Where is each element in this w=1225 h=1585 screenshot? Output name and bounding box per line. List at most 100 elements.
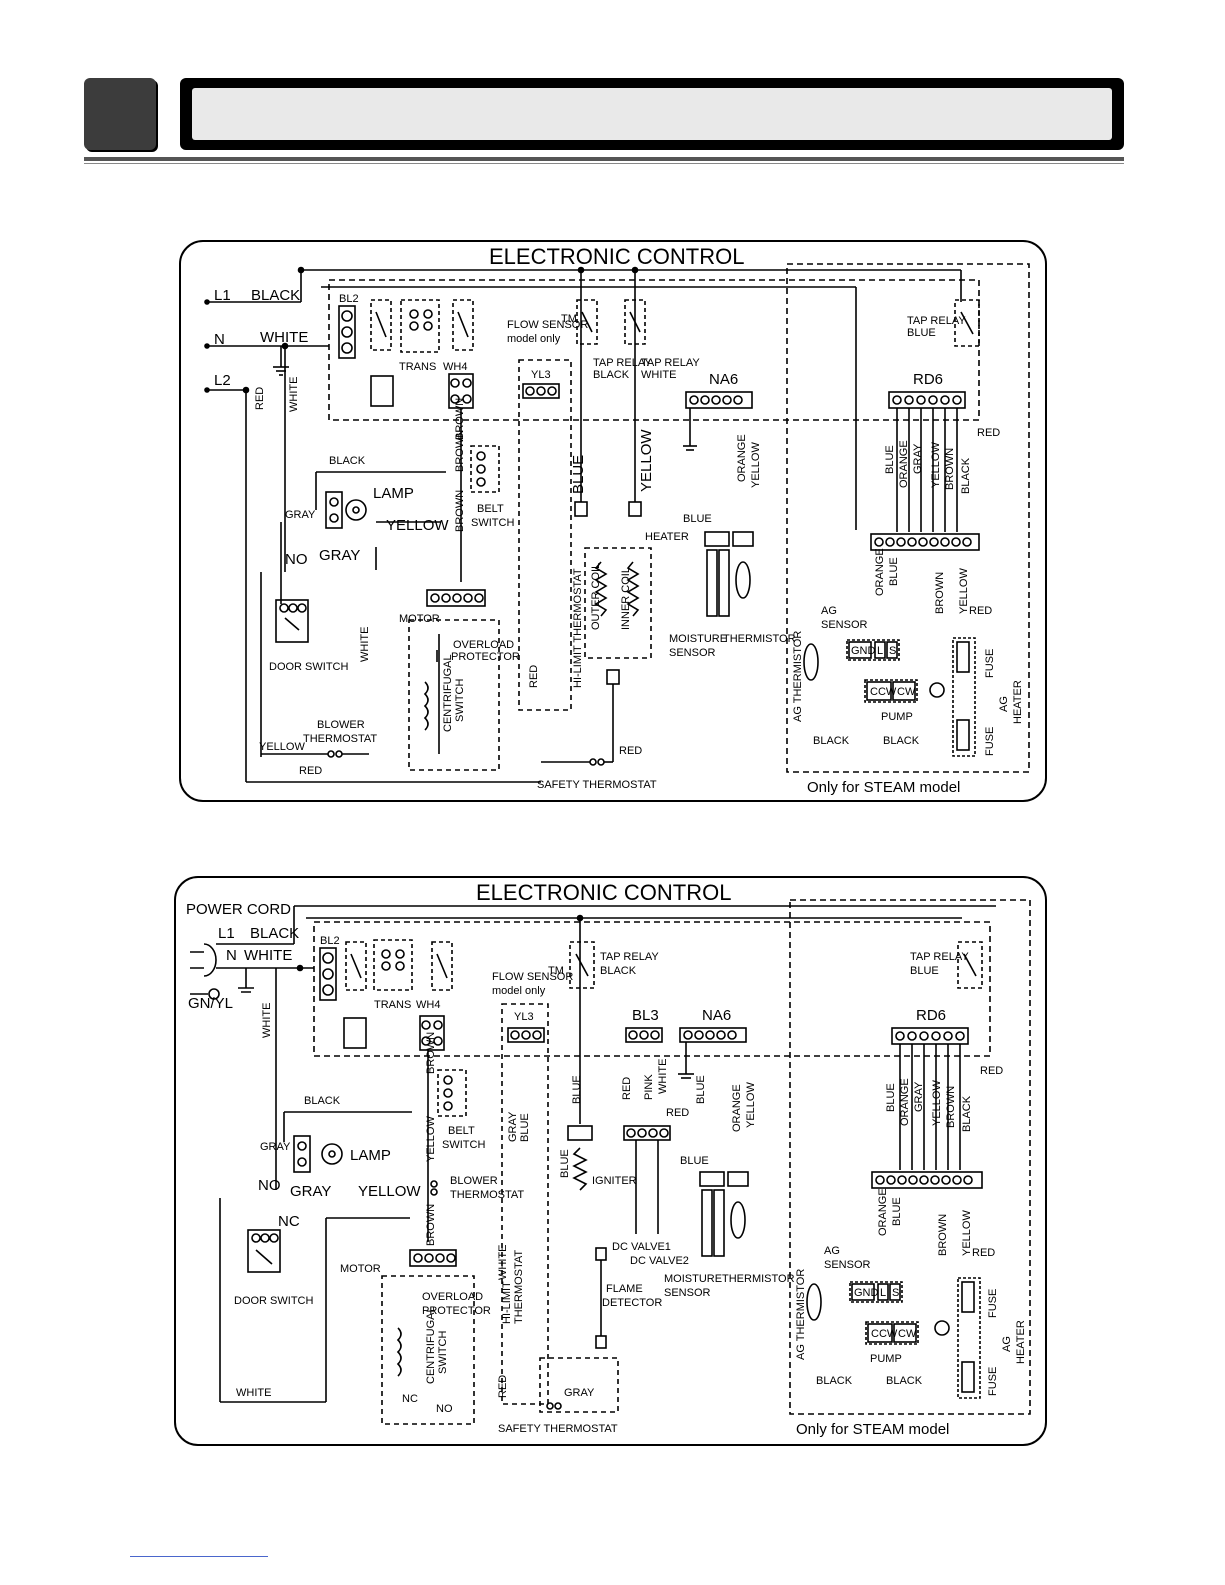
fuse-2: [956, 719, 970, 751]
label-ag-heater-1: AG: [1001, 1336, 1013, 1352]
lamp-icon: [345, 499, 367, 521]
flame-detector-terminal-2: [595, 1335, 607, 1349]
moisture-connector: [704, 531, 730, 547]
label-sensor: SENSOR: [664, 1287, 711, 1299]
label-tap-black: BLACK: [593, 369, 630, 381]
label-moisture: MOISTURE: [664, 1273, 722, 1285]
label-tap-relay-blue-1: TAP RELAY: [910, 951, 969, 963]
label-tap-relay-blue-1: TAP RELAY: [907, 315, 966, 327]
relay-1: [345, 941, 367, 991]
label-thermistor: THERMISTOR: [722, 1273, 795, 1285]
moisture-strip-1: [706, 549, 718, 617]
label-red-right: RED: [977, 427, 1000, 439]
label-fuse-2: FUSE: [984, 727, 996, 756]
terminal-block-4: [343, 1017, 367, 1049]
label-s: S: [889, 645, 896, 657]
label-yellow-lamp: YELLOW: [386, 517, 449, 534]
yl3-connector: [507, 1027, 545, 1043]
door-switch: [275, 599, 309, 643]
label-pump: PUMP: [870, 1353, 902, 1365]
label-sensor: SENSOR: [669, 647, 716, 659]
wiring-diagram-gas: ELECTRONIC CONTROL POWER CORD L1 BLACK N…: [174, 876, 1047, 1446]
label-trans: TRANS: [374, 999, 411, 1011]
label-ag-heater-2: HEATER: [1015, 1320, 1027, 1364]
s-pin: [886, 641, 898, 659]
label-belt: BELT: [477, 503, 504, 515]
label-blower-1: BLOWER: [317, 719, 365, 731]
label-l1: L1: [214, 287, 231, 304]
label-gray-2: GRAY: [290, 1183, 331, 1200]
label-tap-black: BLACK: [600, 965, 637, 977]
label-blower-2: THERMOSTAT: [450, 1189, 524, 1201]
control-board-outline: [313, 921, 991, 1057]
label-blower-1: BLOWER: [450, 1175, 498, 1187]
label-brown-1: BROWN: [454, 430, 466, 472]
label-steam-only: Only for STEAM model: [807, 779, 960, 796]
label-red-l2: RED: [254, 387, 266, 410]
label-na6: NA6: [709, 371, 738, 388]
label-blue-na6: BLUE: [695, 1075, 707, 1104]
label-black: BLACK: [251, 287, 300, 304]
inner-coil: [626, 561, 640, 617]
plug-icon: [203, 943, 217, 977]
label-belt: BELT: [448, 1125, 475, 1137]
label-white-n: WHITE: [288, 377, 300, 412]
relay-2: [452, 299, 474, 351]
pump: [865, 1321, 919, 1345]
rd6-connector: [888, 391, 966, 409]
label-steam-only: Only for STEAM model: [796, 1421, 949, 1438]
label-gray-safety: GRAY: [564, 1387, 595, 1399]
na6-connector: [679, 1027, 747, 1043]
label-fuse-1: FUSE: [984, 649, 996, 678]
label-rd-black: BLACK: [960, 457, 972, 494]
label-rd-black: BLACK: [961, 1095, 973, 1132]
heater-element: [934, 1320, 950, 1336]
label-rd-yellow: YELLOW: [930, 442, 942, 488]
label-fuse-1: FUSE: [987, 1289, 999, 1318]
motor-outline: [408, 619, 500, 771]
bl2-connector: [338, 305, 356, 359]
label-pump: PUMP: [881, 711, 913, 723]
label-ccw: CCW: [871, 1328, 898, 1340]
footer-link-underline[interactable]: [130, 1556, 268, 1557]
label-white: WHITE: [260, 329, 308, 346]
header-rule-thin: [84, 163, 1124, 164]
label-centrifugal-1: CENTRIFUGAL: [442, 654, 454, 732]
label-yellow-blower: YELLOW: [259, 741, 305, 753]
label-rd-blue: BLUE: [885, 1083, 897, 1112]
label-red-right: RED: [980, 1065, 1003, 1077]
label-moisture: MOISTURE: [669, 633, 727, 645]
label-red-safety: RED: [619, 745, 642, 757]
ag-thermistor: [806, 1283, 822, 1321]
label-gray-1: GRAY: [285, 509, 316, 521]
wh4-connector: [419, 1015, 445, 1051]
label-centrifugal-1: CENTRIFUGAL: [425, 1306, 437, 1384]
label-bl2: BL2: [339, 293, 359, 305]
label-lamp: LAMP: [350, 1147, 391, 1164]
header-rule: [84, 157, 1124, 161]
label-safety-thermostat: SAFETY THERMOSTAT: [498, 1423, 618, 1435]
cw-pin: [892, 681, 916, 701]
label-yellow-na6: YELLOW: [745, 1082, 757, 1128]
label-ag-thermistor: AG THERMISTOR: [792, 631, 804, 722]
diagram-title: ELECTRONIC CONTROL: [489, 244, 744, 269]
label-red-bottom: RED: [299, 765, 322, 777]
label-door-switch: DOOR SWITCH: [269, 661, 348, 673]
heater-terminal-2: [628, 501, 642, 517]
label-tap-white: WHITE: [641, 369, 676, 381]
steam-terminal-block: [871, 1171, 983, 1189]
igniter: [572, 1147, 588, 1191]
bl3-connector: [625, 1027, 663, 1043]
label-ag-heater-2: HEATER: [1012, 680, 1024, 724]
label-gn-yl: GN/YL: [188, 995, 233, 1012]
label-flow-sensor: FLOW SENSOR: [492, 971, 573, 983]
label-cw: CW: [898, 1328, 917, 1340]
label-bl2: BL2: [320, 935, 340, 947]
label-motor: MOTOR: [340, 1263, 381, 1275]
yl3-outline: [501, 1003, 549, 1405]
label-s-blue: BLUE: [888, 557, 900, 586]
label-overload-2: PROTECTOR: [451, 651, 520, 663]
ccw-pin: [867, 1323, 893, 1343]
heater-outline: [584, 547, 652, 659]
thermistor-connector: [732, 531, 754, 547]
